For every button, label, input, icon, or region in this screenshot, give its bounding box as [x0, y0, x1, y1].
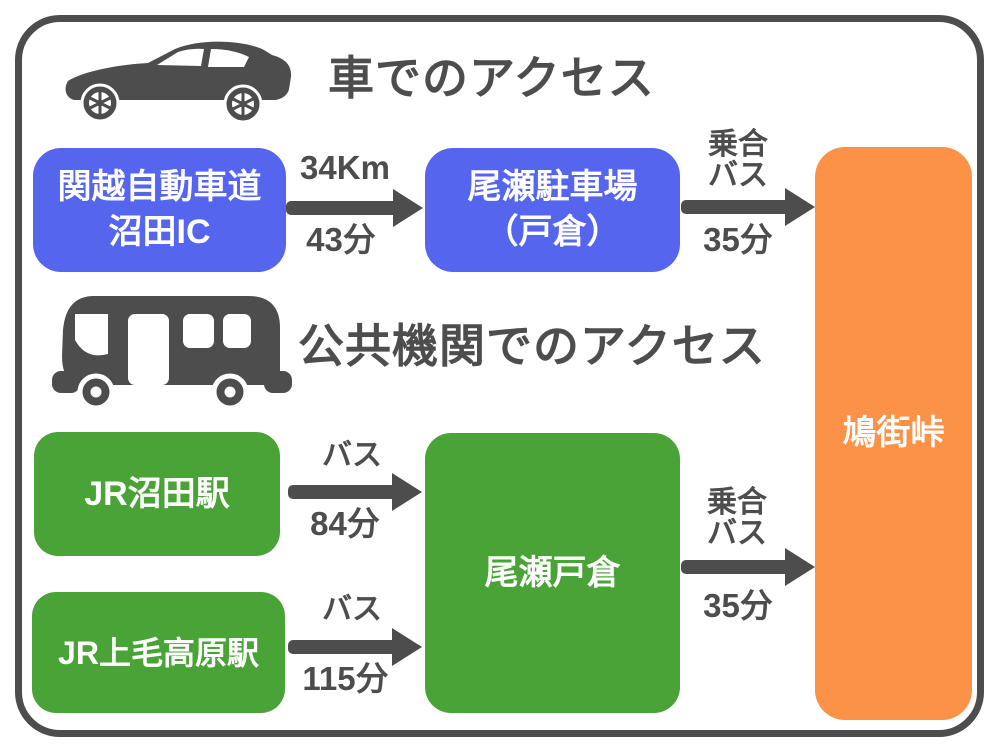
edge-mode-label: バス	[322, 439, 382, 472]
node-label-line: 鳩街峠	[842, 414, 945, 452]
edge-time-label: 84分	[310, 505, 380, 542]
arrow-shaft	[286, 201, 398, 215]
edge-time-label: 35分	[703, 221, 773, 258]
edge-mode-label: 乗合 バス	[698, 129, 778, 191]
arrow-numata-to-tokura	[288, 473, 422, 511]
arrow-head	[393, 189, 423, 227]
node-label-line: （戸倉）	[484, 213, 621, 251]
car-section-title: 車でのアクセス	[328, 52, 655, 104]
edge-mode-line: バス	[707, 517, 767, 550]
node-label-line: 尾瀬駐車場	[467, 168, 638, 206]
arrow-head	[785, 188, 815, 226]
arrow-shaft	[288, 485, 397, 499]
node-label-line: 沼田IC	[108, 213, 211, 251]
edge-mode-label: 乗合 バス	[697, 487, 777, 549]
arrow-shaft	[681, 200, 790, 214]
arrow-shaft	[288, 640, 397, 654]
arrow-head	[785, 548, 815, 586]
arrow-shaft	[681, 560, 790, 574]
arrow-parking-to-pass	[681, 188, 815, 226]
arrow-jomokogen-to-tokura	[288, 628, 422, 666]
edge-mode-line: バス	[708, 159, 768, 192]
outer-frame	[15, 15, 984, 737]
node-kanetsu-numata-ic: 関越自動車道 沼田IC	[33, 148, 286, 272]
edge-mode-label: バス	[322, 593, 382, 626]
arrow-ic-to-parking	[286, 189, 423, 227]
node-oze-tokura: 尾瀬戸倉	[425, 433, 680, 713]
node-hatomachi-pass: 鳩街峠	[815, 147, 972, 720]
edge-mode-line: 乗合	[708, 128, 768, 161]
arrow-head	[392, 628, 422, 666]
arrow-tokura-to-pass	[681, 548, 815, 586]
node-jr-numata: JR沼田駅	[34, 432, 280, 556]
public-section-title: 公共機関でのアクセス	[298, 320, 766, 372]
edge-time-label: 115分	[302, 660, 389, 697]
node-label-line: JR上毛高原駅	[58, 634, 259, 671]
edge-mode-line: 乗合	[707, 486, 767, 519]
edge-time-label: 43分	[306, 221, 376, 258]
node-label-line: 関越自動車道	[57, 168, 262, 206]
node-label-line: JR沼田駅	[84, 474, 230, 513]
arrow-head	[392, 473, 422, 511]
node-oze-parking: 尾瀬駐車場 （戸倉）	[425, 148, 680, 272]
node-label-line: 尾瀬戸倉	[484, 553, 621, 592]
bus-icon	[52, 286, 292, 411]
edge-distance-label: 34Km	[300, 149, 390, 186]
car-icon	[58, 36, 294, 130]
edge-time-label: 35分	[703, 587, 773, 624]
node-jr-jomokogen: JR上毛高原駅	[32, 592, 285, 713]
